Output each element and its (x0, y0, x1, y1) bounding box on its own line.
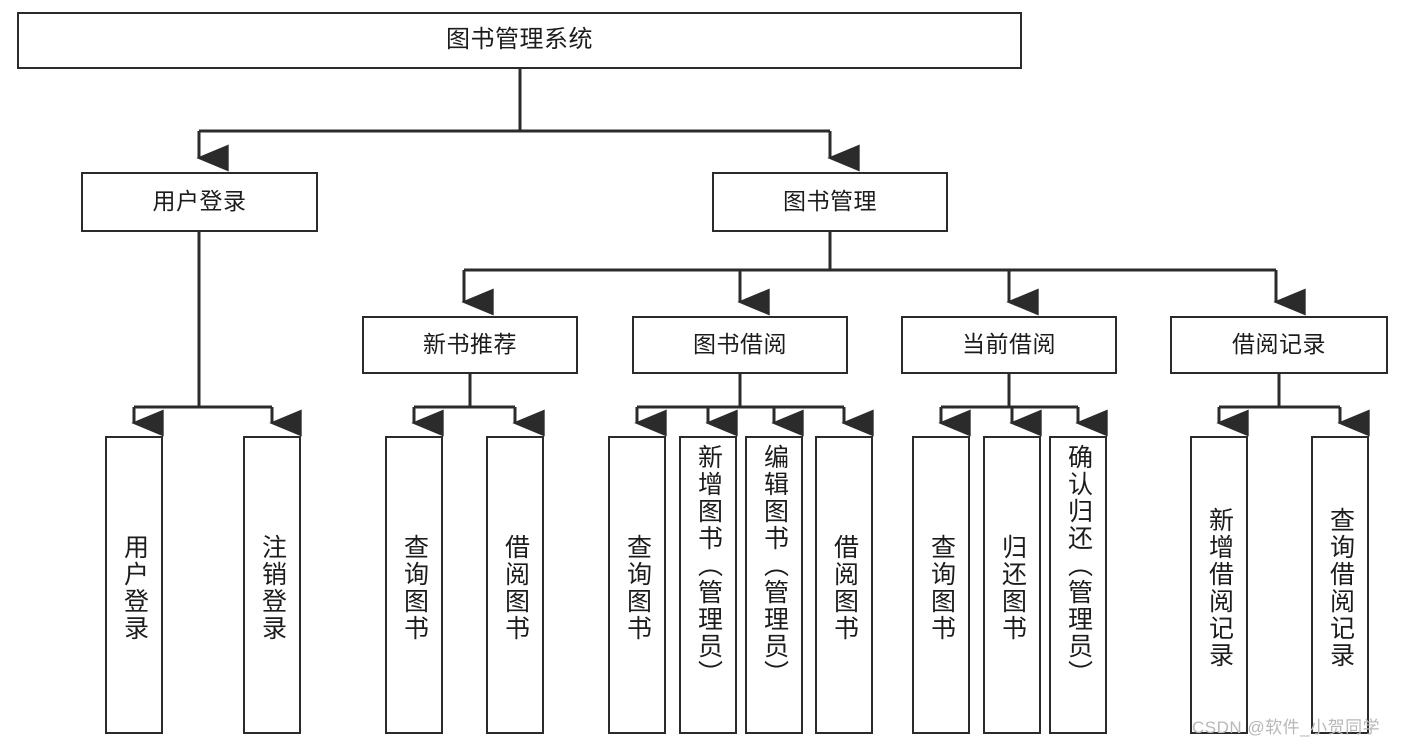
node-leaf-query-book-bb[interactable]: 查询图书 (608, 436, 666, 734)
node-root-label: 图书管理系统 (446, 26, 593, 54)
node-leaf-return-book-label: 归还图书 (998, 534, 1027, 642)
node-leaf-query-book-cb[interactable]: 查询图书 (912, 436, 970, 734)
node-new-book-recommend-label: 新书推荐 (423, 331, 517, 358)
node-leaf-borrow-book-nbr-label: 借阅图书 (501, 534, 530, 642)
node-book-manage-label: 图书管理 (783, 188, 877, 215)
node-leaf-query-book-nbr[interactable]: 查询图书 (385, 436, 443, 734)
node-leaf-add-record[interactable]: 新增借阅记录 (1190, 436, 1248, 734)
node-leaf-edit-book[interactable]: 编辑图书（管理员） (745, 436, 803, 734)
watermark-text: CSDN @软件_小贺同学 (1192, 718, 1381, 737)
node-leaf-user-login-label: 用户登录 (120, 534, 149, 642)
node-leaf-borrow-book-bb-label: 借阅图书 (830, 534, 859, 642)
node-book-borrow[interactable]: 图书借阅 (632, 316, 848, 374)
node-leaf-logout[interactable]: 注销登录 (243, 436, 301, 734)
node-leaf-query-record[interactable]: 查询借阅记录 (1311, 436, 1369, 734)
node-current-borrow[interactable]: 当前借阅 (901, 316, 1117, 374)
node-current-borrow-label: 当前借阅 (962, 331, 1056, 358)
node-leaf-user-login[interactable]: 用户登录 (105, 436, 163, 734)
node-leaf-query-book-bb-label: 查询图书 (623, 534, 652, 642)
node-user-login-label: 用户登录 (152, 188, 247, 215)
node-leaf-confirm-return-label: 确认归还（管理员） (1064, 444, 1093, 687)
node-leaf-edit-book-label: 编辑图书（管理员） (760, 444, 789, 687)
node-book-borrow-label: 图书借阅 (693, 331, 787, 358)
node-leaf-return-book[interactable]: 归还图书 (983, 436, 1041, 734)
node-root[interactable]: 图书管理系统 (17, 12, 1022, 69)
node-leaf-borrow-book-bb[interactable]: 借阅图书 (815, 436, 873, 734)
node-leaf-query-record-label: 查询借阅记录 (1326, 507, 1355, 669)
node-leaf-query-book-nbr-label: 查询图书 (400, 534, 429, 642)
node-new-book-recommend[interactable]: 新书推荐 (362, 316, 578, 374)
node-book-manage[interactable]: 图书管理 (712, 172, 948, 232)
node-leaf-logout-label: 注销登录 (258, 534, 287, 642)
node-leaf-add-record-label: 新增借阅记录 (1205, 507, 1234, 669)
node-user-login[interactable]: 用户登录 (81, 172, 318, 232)
node-borrow-record-label: 借阅记录 (1232, 331, 1326, 358)
node-leaf-borrow-book-nbr[interactable]: 借阅图书 (486, 436, 544, 734)
node-leaf-add-book-label: 新增图书（管理员） (694, 444, 723, 687)
node-leaf-query-book-cb-label: 查询图书 (927, 534, 956, 642)
node-leaf-add-book[interactable]: 新增图书（管理员） (679, 436, 737, 734)
node-borrow-record[interactable]: 借阅记录 (1170, 316, 1388, 374)
node-leaf-confirm-return[interactable]: 确认归还（管理员） (1049, 436, 1107, 734)
